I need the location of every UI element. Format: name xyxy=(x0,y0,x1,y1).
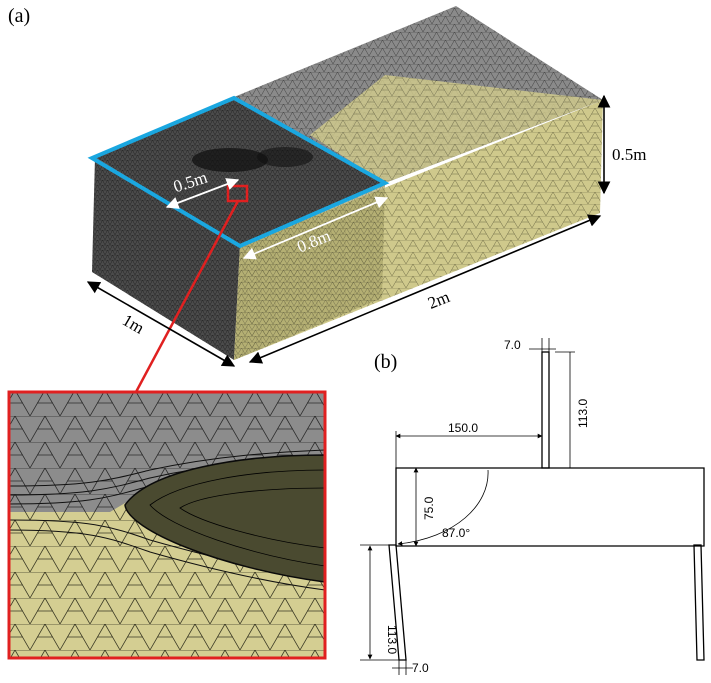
top-fin xyxy=(541,351,550,469)
technical-drawing xyxy=(388,351,705,661)
top-height-label: 113.0 xyxy=(576,399,590,428)
wake-region-2 xyxy=(257,147,313,167)
panel-b-label: (b) xyxy=(374,351,397,373)
width-arrow xyxy=(86,281,236,367)
bottom-width-label: 7.0 xyxy=(412,661,429,675)
wake-region xyxy=(192,148,268,172)
zoom-inset-frame xyxy=(7,390,327,660)
inner-width-arrow xyxy=(165,178,240,209)
panel-a-label: (a) xyxy=(8,5,30,27)
refinement-region-outline xyxy=(87,95,390,249)
dimension-lines xyxy=(360,338,575,675)
angle-label: 87.0° xyxy=(442,526,470,540)
gap-label: 75.0 xyxy=(422,496,436,520)
length-label: 2m xyxy=(425,287,452,313)
offset-label: 150.0 xyxy=(448,421,478,435)
leg-height-label: 113.0 xyxy=(385,625,399,654)
right-leg xyxy=(693,544,705,661)
top-width-label: 7.0 xyxy=(504,338,521,352)
zoom-inset xyxy=(9,392,325,658)
length-arrow xyxy=(248,214,602,364)
height-label: 0.5m xyxy=(612,145,646,164)
block-top-face-yellow xyxy=(310,75,603,183)
main-body xyxy=(395,467,705,547)
